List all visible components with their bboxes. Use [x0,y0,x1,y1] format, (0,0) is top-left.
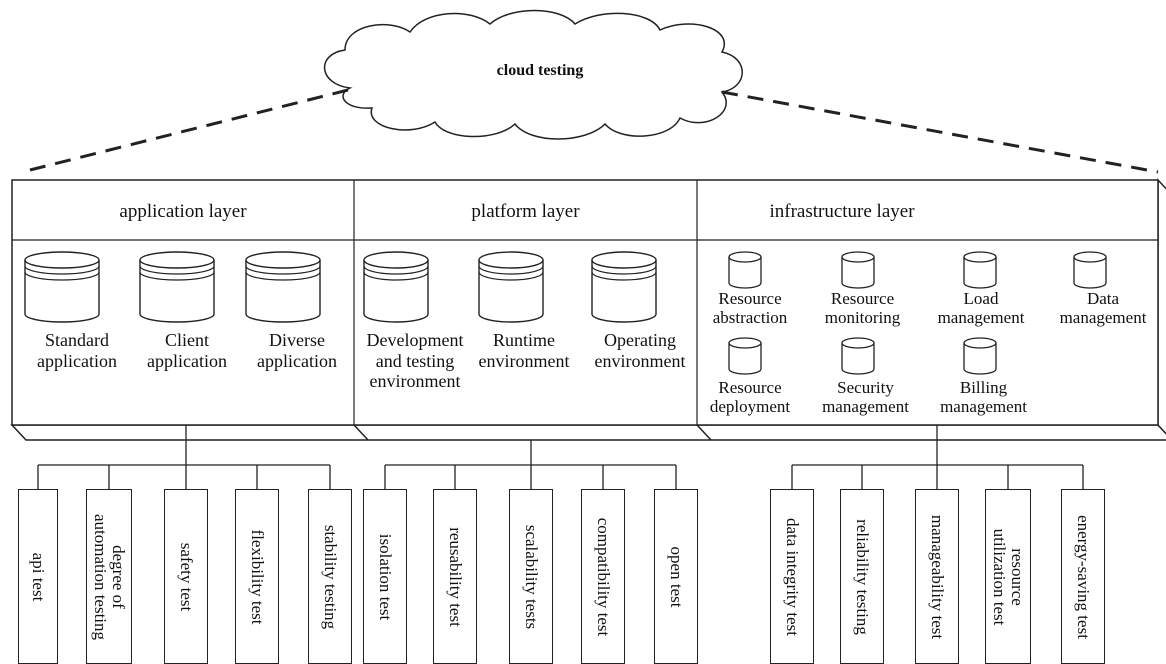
infra-item-security-management: Security management [822,378,909,417]
layer-title-platform: platform layer [471,201,580,222]
app-item-client: Client application [147,330,227,371]
test-box-stability: stability testing [308,489,352,664]
test-box-isolation: isolation test [363,489,407,664]
app-item-diverse: Diverse application [257,330,337,371]
test-box-data-integrity: data integrity test [770,489,814,664]
database-icon-security-management [841,337,875,375]
platform-test-connectors [384,440,677,489]
test-box-reusability: reusability test [433,489,477,664]
database-icon-operating [591,251,657,323]
dashed-connector-left [29,88,349,172]
database-icon-standard [24,251,100,323]
cloud-shape [323,9,743,140]
test-box-energy-saving: energy-saving test [1061,489,1105,664]
infra-item-resource-deployment: Resource deployment [709,378,791,417]
database-icon-runtime [478,251,544,323]
platform-item-runtime: Runtime environment [478,330,570,371]
dashed-connector-right [721,90,1159,174]
database-icon-load-management [963,251,997,289]
test-box-flexibility: flexibility test [235,489,279,664]
test-box-scalability: scalability tests [509,489,553,664]
infrastructure-test-connectors [791,425,1084,489]
database-icon-resource-abstraction [728,251,762,289]
test-box-open: open test [654,489,698,664]
application-test-connectors [37,425,331,489]
database-icon-resource-deployment [728,337,762,375]
test-box-compatibility: compatibility test [581,489,625,664]
app-item-standard: Standard application [37,330,117,371]
test-box-safety: safety test [164,489,208,664]
database-icon-client [139,251,215,323]
infra-item-load-management: Load management [937,289,1025,328]
database-icon-development [363,251,429,323]
database-icon-resource-monitoring [841,251,875,289]
database-icon-diverse [245,251,321,323]
layer-title-infrastructure: infrastructure layer [769,201,915,222]
infra-item-billing-management: Billing management [940,378,1027,417]
infra-item-resource-abstraction: Resource abstraction [712,289,788,328]
test-box-manageability: manageability test [915,489,959,664]
test-box-reliability: reliability testing [840,489,884,664]
infra-item-data-management: Data management [1059,289,1147,328]
cloud-title: cloud testing [496,62,584,79]
infra-item-resource-monitoring: Resource monitoring [824,289,901,328]
platform-item-development: Development and testing environment [366,330,464,392]
database-icon-data-management [1073,251,1107,289]
layer-box-bottom-divider-1 [353,424,369,441]
layer-box-right-face [1157,178,1166,435]
platform-item-operating: Operating environment [594,330,686,371]
test-box-api: api test [18,489,58,664]
layer-title-application: application layer [119,201,247,222]
layer-box-bottom-divider-2 [696,424,712,441]
database-icon-billing-management [963,337,997,375]
layer-box-bottom-face [10,424,1166,441]
